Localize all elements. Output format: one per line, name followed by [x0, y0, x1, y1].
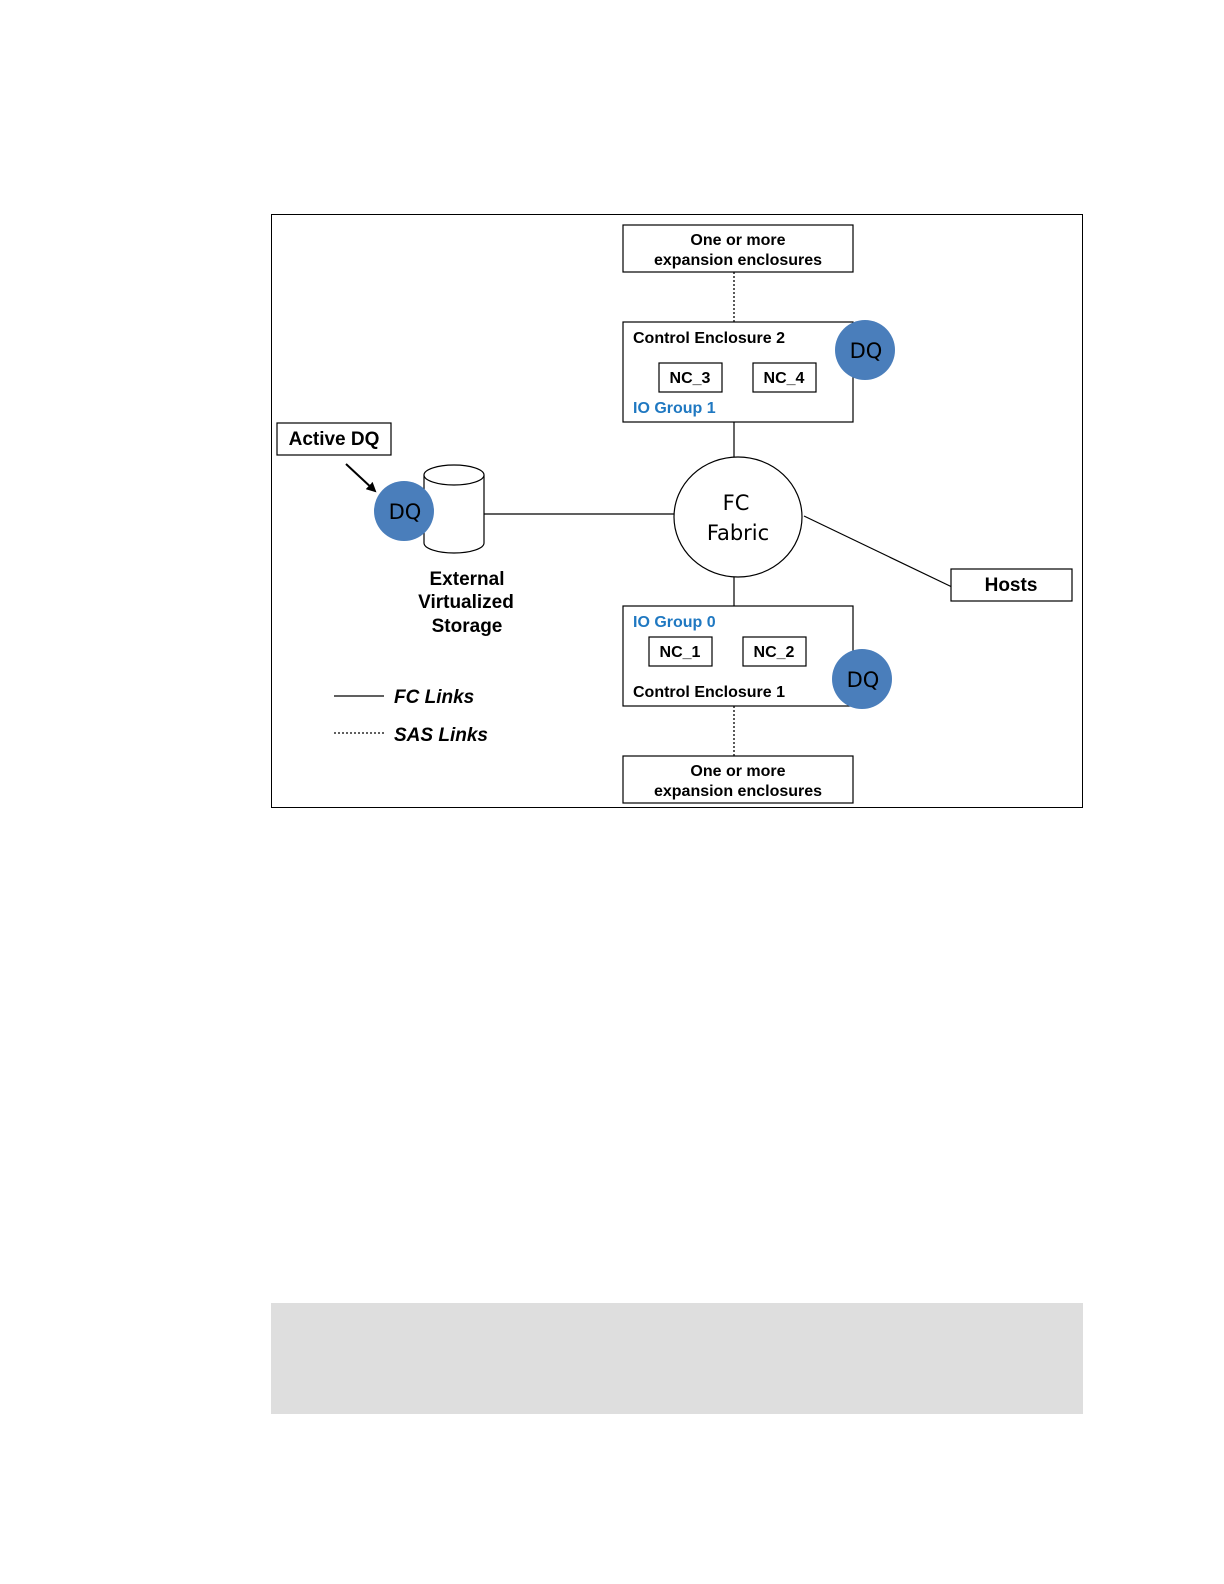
- fabric-line1: FC: [723, 491, 750, 515]
- control-enclosure-1: IO Group 0 NC_1 NC_2 Control Enclosure 1: [623, 606, 853, 706]
- active-dq-arrow: [346, 464, 375, 491]
- fc-fabric: FC Fabric: [674, 457, 802, 577]
- fc-link-fabric-hosts: [804, 516, 952, 587]
- hosts: Hosts: [951, 569, 1072, 601]
- storage-label-line3: Storage: [432, 616, 503, 637]
- expansion-enclosures-bottom: One or more expansion enclosures: [623, 756, 853, 803]
- storage-label-line2: Virtualized: [418, 592, 514, 613]
- legend: FC Links SAS Links: [334, 687, 488, 746]
- expansion-enclosures-top: One or more expansion enclosures: [623, 225, 853, 272]
- legend-fc-label: FC Links: [394, 687, 474, 708]
- node-label-nc2: NC_2: [754, 644, 795, 661]
- io-group-0-label: IO Group 0: [633, 614, 716, 631]
- active-dq-callout: Active DQ: [277, 423, 391, 491]
- storage-label-line1: External: [430, 569, 505, 590]
- dq-badge-ce2: DQ: [835, 320, 895, 380]
- node-label-nc1: NC_1: [660, 644, 701, 661]
- legend-sas-label: SAS Links: [394, 725, 488, 746]
- expansion-top-line2: expansion enclosures: [654, 252, 822, 269]
- dq-label-storage: DQ: [389, 500, 422, 524]
- hosts-label: Hosts: [985, 575, 1038, 596]
- external-storage: DQ External Virtualized Storage: [374, 465, 514, 637]
- node-label-nc3: NC_3: [670, 370, 711, 387]
- control-enclosure-2-title: Control Enclosure 2: [633, 330, 785, 347]
- fabric-line2: Fabric: [707, 521, 769, 545]
- dq-badge-ce1: DQ: [832, 649, 892, 709]
- control-enclosure-2: Control Enclosure 2 NC_3 NC_4 IO Group 1: [623, 322, 853, 422]
- io-group-1-label: IO Group 1: [633, 400, 716, 417]
- node-label-nc4: NC_4: [764, 370, 805, 387]
- gray-band: [271, 1303, 1083, 1414]
- dq-label-ce1: DQ: [847, 668, 880, 692]
- active-dq-label: Active DQ: [289, 429, 380, 450]
- dq-label-ce2: DQ: [850, 339, 883, 363]
- expansion-bottom-line1: One or more: [690, 763, 785, 780]
- expansion-bottom-line2: expansion enclosures: [654, 783, 822, 800]
- expansion-top-line1: One or more: [690, 232, 785, 249]
- control-enclosure-1-title: Control Enclosure 1: [633, 684, 785, 701]
